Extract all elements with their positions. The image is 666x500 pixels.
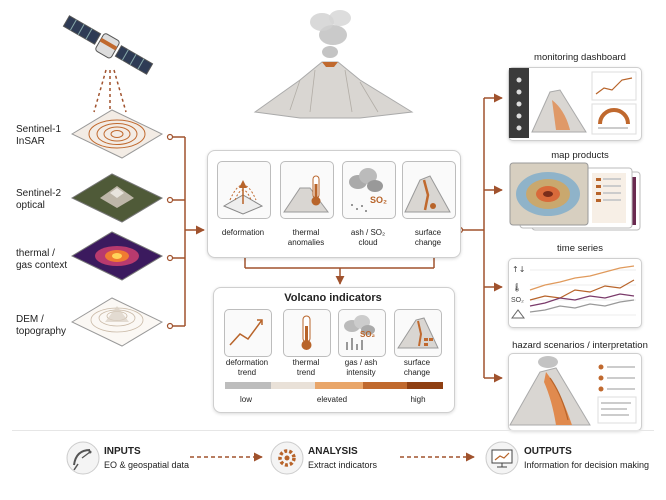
so2-label: SO₂ [370,195,388,205]
indicator-card-gas-label: gas / ash intensity [344,358,378,377]
thermal-tile [70,231,164,281]
output-title-map: map products [551,150,609,161]
scale-label-low: low [239,395,252,404]
indicator-scale-bar [225,382,443,389]
insar-tile [70,109,164,159]
indicator-card-surface-label: surface change [403,358,431,377]
trend-icon [229,319,263,346]
analysis-card-deformation-label: deformation [221,228,265,237]
input-label-dem: DEM / topography [16,314,67,337]
analysis-card-thermal-label: thermal anomalies [287,228,325,247]
surface-change-icon [404,175,451,213]
indicator-card-deformation-label: deformation trend [225,358,269,377]
satellite-dish-icon [66,441,100,475]
svg-text:↑↓: ↑↓ [512,265,525,274]
thermal-trend-icon [301,315,312,350]
timeseries-so2-label: SO₂ [511,297,524,304]
footer-outputs-subtitle: Information for decision making [524,460,650,470]
indicators-title: Volcano indicators [284,292,382,304]
footer-outputs-title: OUTPUTS [524,446,572,457]
output-title-timeseries: time series [557,243,603,254]
analysis-card-ash-label: ash / SO₂ cloud [350,228,386,247]
footer-analysis-subtitle: Extract indicators [308,460,378,470]
monitor-chart-icon [485,441,519,475]
footer-divider [12,430,654,431]
svg-text:🌡: 🌡 [512,283,522,292]
scale-label-high: high [410,395,426,404]
indicator-so2-label: SO₂ [360,330,376,339]
optical-tile [70,173,164,223]
dem-tile [70,297,164,347]
surface-trend-icon [397,317,439,349]
output-title-dashboard: monitoring dashboard [534,52,626,63]
gas-ash-icon [344,315,375,350]
scale-label-elevated: elevated [316,395,348,404]
footer-inputs-subtitle: EO & geospatial data [104,460,190,470]
output-title-hazard: hazard scenarios / interpretation [512,340,648,351]
input-label-optical: Sentinel-2 optical [16,188,62,211]
footer-inputs-title: INPUTS [104,446,141,457]
ash-cloud-icon [349,168,383,212]
gear-icon [270,441,304,475]
deformation-icon [222,180,264,215]
indicator-card-thermal-label: thermal trend [292,358,320,377]
footer-analysis-title: ANALYSIS [308,446,358,457]
analysis-card-surface-label: surface change [414,228,442,247]
input-label-insar: Sentinel-1 InSAR [16,124,62,147]
thermometer-icon [283,175,329,213]
indicator-card-deformation-tile [224,309,272,357]
input-label-thermal: thermal / gas context [16,248,68,271]
